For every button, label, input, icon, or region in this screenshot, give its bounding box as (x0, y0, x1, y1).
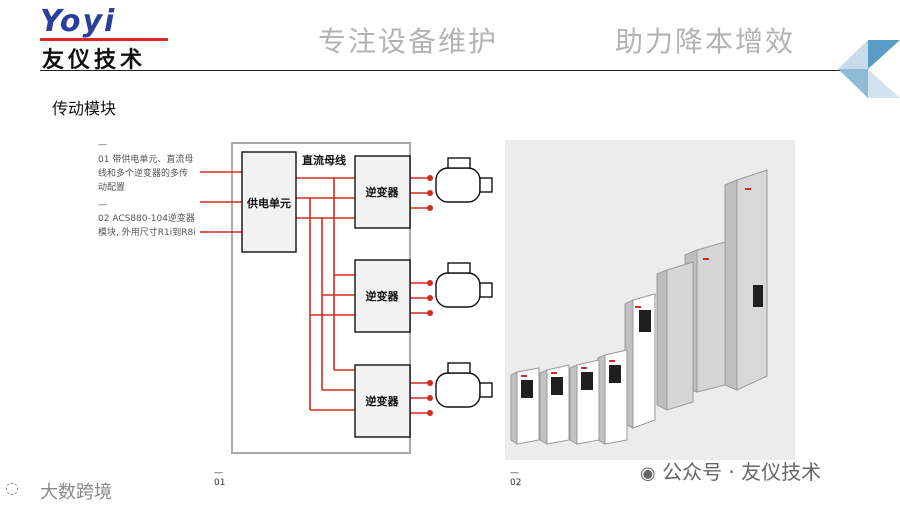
note-1-num: 01 (98, 155, 110, 165)
slogan-right: 助力降本增效 (615, 25, 796, 58)
watermark-left: 大数跨境 (40, 482, 112, 503)
inverter-label: 逆变器 (366, 394, 400, 408)
figure-number-right: — 02 (510, 468, 522, 488)
note-2: 02 ACS880-104逆变器模块, 外用尺寸R1i到R8i (98, 212, 198, 240)
note-2-text: ACS880-104逆变器模块, 外用尺寸R1i到R8i (98, 214, 196, 238)
logo-underline (40, 38, 168, 41)
note-dash: — (98, 140, 107, 150)
watermark-logo-icon: ◌ (5, 478, 19, 497)
corner-logo-icon (838, 40, 900, 98)
note-dash: — (98, 200, 107, 210)
note-1-text: 带供电单元、直流母线和多个逆变器的多传动配置 (98, 155, 194, 193)
wechat-watermark: ◉ 公众号 · 友仪技术 (640, 456, 821, 485)
wechat-icon: ◉ (640, 463, 656, 484)
inverter-label: 逆变器 (366, 185, 400, 199)
note-1: 01 带供电单元、直流母线和多个逆变器的多传动配置 (98, 153, 196, 195)
section-title: 传动模块 (52, 99, 117, 118)
slogan-left: 专注设备维护 (318, 25, 499, 58)
header-divider (40, 70, 840, 71)
note-2-num: 02 (98, 214, 110, 224)
logo-wordmark: Yoyi (40, 4, 117, 39)
logo-chinese: 友仪技术 (42, 48, 147, 73)
supply-unit-label: 供电单元 (246, 196, 291, 210)
inverter-label: 逆变器 (366, 289, 400, 303)
wechat-account-text: 公众号 · 友仪技术 (662, 460, 822, 484)
multidrive-diagram: 供电单元 直流母线 逆变器 逆变器 逆变器 (200, 142, 493, 454)
dc-bus-label: 直流母线 (302, 153, 346, 167)
inverter-modules-photo (505, 140, 795, 460)
figure-number-left: — 01 (214, 468, 226, 488)
